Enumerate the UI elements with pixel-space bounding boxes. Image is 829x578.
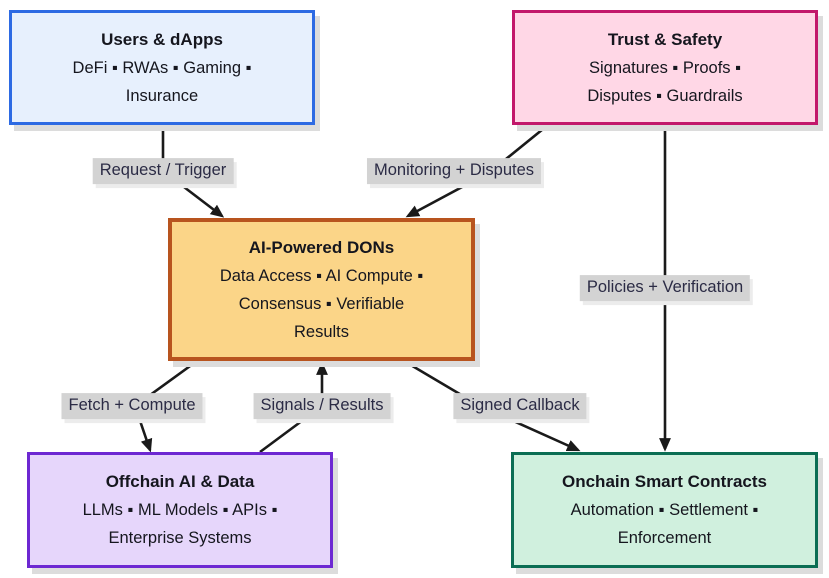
node-offchain-ai-data-body: LLMs ▪ ML Models ▪ APIs ▪ Enterprise Sys… bbox=[82, 501, 278, 547]
node-users-dapps-title: Users & dApps bbox=[101, 29, 223, 49]
edge-label-monitoring-disputes: Monitoring + Disputes bbox=[366, 158, 542, 184]
node-offchain-ai-data-title: Offchain AI & Data bbox=[105, 472, 255, 491]
edge-label-fetch-compute: Fetch + Compute bbox=[61, 393, 203, 419]
node-trust-safety: Trust & Safety Signatures ▪ Proofs ▪ Dis… bbox=[512, 10, 818, 125]
node-ai-powered-dons-title: AI-Powered DONs bbox=[248, 237, 395, 257]
node-ai-powered-dons-body: Data Access ▪ AI Compute ▪ Consensus ▪ V… bbox=[219, 266, 424, 341]
edge-label-signals-results: Signals / Results bbox=[253, 393, 391, 419]
edge-label-signed-callback: Signed Callback bbox=[453, 393, 587, 419]
node-trust-safety-body: Signatures ▪ Proofs ▪ Disputes ▪ Guardra… bbox=[587, 58, 743, 105]
node-ai-powered-dons: AI-Powered DONs Data Access ▪ AI Compute… bbox=[168, 218, 475, 361]
node-onchain-smart-contracts-title: Onchain Smart Contracts bbox=[562, 472, 767, 491]
node-users-dapps: Users & dApps DeFi ▪ RWAs ▪ Gaming ▪ Ins… bbox=[9, 10, 315, 125]
node-offchain-ai-data: Offchain AI & Data LLMs ▪ ML Models ▪ AP… bbox=[27, 452, 333, 568]
edge-label-policies-verification: Policies + Verification bbox=[579, 275, 751, 301]
node-users-dapps-body: DeFi ▪ RWAs ▪ Gaming ▪ Insurance bbox=[72, 58, 252, 105]
edge-label-request-trigger: Request / Trigger bbox=[92, 158, 234, 184]
node-trust-safety-title: Trust & Safety bbox=[607, 29, 723, 49]
node-onchain-smart-contracts-body: Automation ▪ Settlement ▪ Enforcement bbox=[570, 501, 759, 547]
node-onchain-smart-contracts: Onchain Smart Contracts Automation ▪ Set… bbox=[511, 452, 818, 568]
